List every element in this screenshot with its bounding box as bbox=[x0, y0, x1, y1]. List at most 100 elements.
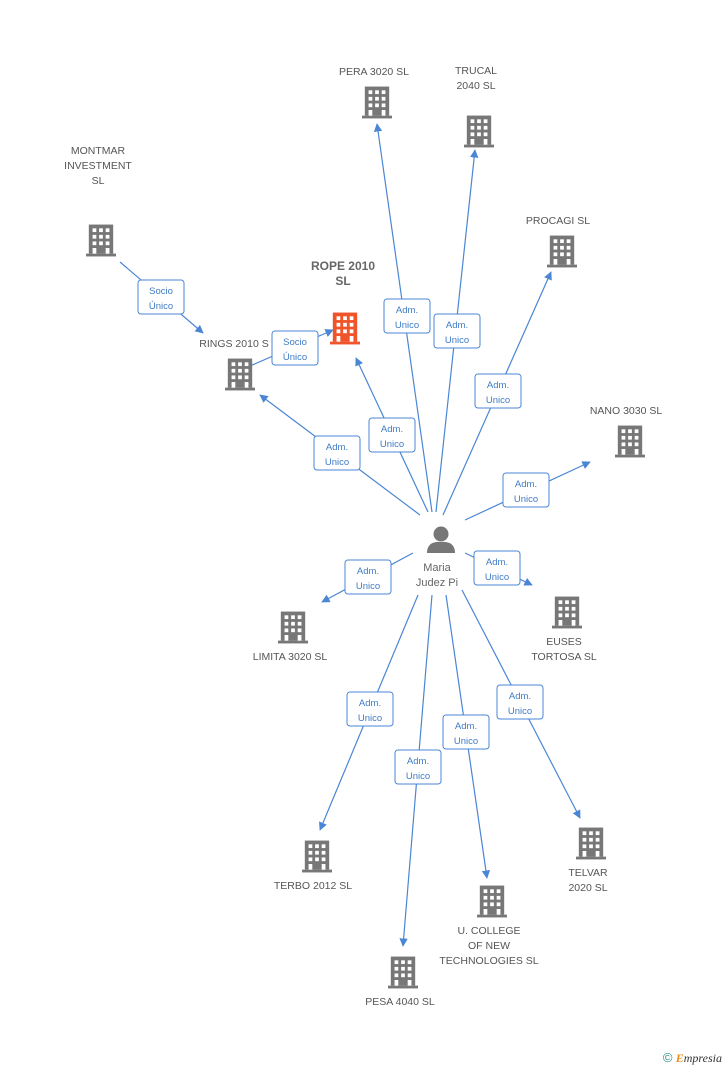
building-icon[interactable] bbox=[225, 358, 255, 391]
copyright-symbol: © bbox=[662, 1050, 673, 1065]
company-node-limita[interactable]: LIMITA 3020 SL bbox=[253, 611, 328, 663]
edges-layer bbox=[119, 123, 591, 947]
building-icon[interactable] bbox=[86, 224, 116, 257]
company-label-pesa-line-1: PESA 4040 SL bbox=[365, 996, 435, 1008]
relation-text-line-1: Socio bbox=[283, 337, 307, 348]
relation-text-line-2: Unico bbox=[325, 457, 349, 468]
relation-text-line-1: Adm. bbox=[509, 691, 531, 702]
relation-text-line-2: Unico bbox=[486, 395, 510, 406]
company-node-pera[interactable]: PERA 3020 SL bbox=[339, 66, 409, 119]
brand-name: mpresia bbox=[683, 1051, 722, 1065]
company-label-montmar-line-2: INVESTMENT bbox=[64, 160, 132, 172]
relation-box[interactable] bbox=[394, 749, 442, 785]
relation-box[interactable] bbox=[344, 559, 392, 595]
relation-label-maria-to-pesa[interactable]: Adm.Unico bbox=[394, 749, 442, 785]
company-label-rope-line-2: SL bbox=[335, 274, 350, 288]
company-node-euses[interactable]: EUSES TORTOSA SL bbox=[531, 596, 597, 663]
relation-label-maria-to-telvar[interactable]: Adm.Unico bbox=[496, 684, 544, 720]
relation-box[interactable] bbox=[313, 435, 361, 471]
building-icon[interactable] bbox=[464, 115, 494, 148]
company-label-procagi-line-1: PROCAGI SL bbox=[526, 215, 590, 227]
nodes-layer: PERA 3020 SL TRUCAL 2040 SL MONTMARINVESTME… bbox=[64, 65, 662, 1008]
relation-text-line-1: Adm. bbox=[407, 756, 429, 767]
building-icon[interactable] bbox=[547, 235, 577, 268]
relation-text-line-1: Adm. bbox=[515, 479, 537, 490]
relation-box[interactable] bbox=[271, 330, 319, 366]
relation-box[interactable] bbox=[368, 417, 416, 453]
building-icon[interactable] bbox=[278, 611, 308, 644]
company-label-trucal-line-1: TRUCAL bbox=[455, 65, 497, 77]
relation-label-maria-to-ucollege[interactable]: Adm. Unico bbox=[442, 714, 490, 750]
relation-label-maria-to-procagi[interactable]: Adm. Unico bbox=[474, 373, 522, 409]
relation-label-maria-to-rope[interactable]: Adm. Unico bbox=[368, 417, 416, 453]
relation-box[interactable] bbox=[474, 373, 522, 409]
company-label-ucollege-line-3: TECHNOLOGIES SL bbox=[439, 955, 538, 967]
relation-label-maria-to-nano[interactable]: Adm.Unico bbox=[502, 472, 550, 508]
company-node-procagi[interactable]: PROCAGI SL bbox=[526, 215, 590, 268]
copyright-notice: © Empresia bbox=[663, 1050, 722, 1066]
building-icon[interactable] bbox=[576, 827, 606, 860]
building-icon[interactable] bbox=[388, 956, 418, 989]
company-label-terbo-line-1: TERBO 2012 SL bbox=[274, 880, 352, 892]
relation-box[interactable] bbox=[383, 298, 431, 334]
relation-label-maria-to-limita[interactable]: Adm. Unico bbox=[344, 559, 392, 595]
relation-label-maria-to-rings[interactable]: Adm. Unico bbox=[313, 435, 361, 471]
company-label-rings-line-1: RINGS 2010 S bbox=[199, 338, 268, 350]
relation-box[interactable] bbox=[473, 550, 521, 586]
company-label-telvar-line-1: TELVAR bbox=[568, 867, 608, 879]
relation-box[interactable] bbox=[346, 691, 394, 727]
company-label-euses-line-2: TORTOSA SL bbox=[531, 651, 597, 663]
company-node-terbo[interactable]: TERBO 2012 SL bbox=[274, 840, 352, 892]
relation-text-line-1: Adm. bbox=[487, 380, 509, 391]
relation-text-line-2: Unico bbox=[356, 581, 380, 592]
company-node-rings[interactable]: RINGS 2010 S bbox=[199, 338, 269, 391]
building-icon[interactable] bbox=[302, 840, 332, 873]
company-label-rope-line-1: ROPE 2010 bbox=[311, 259, 375, 273]
highlighted-building-icon[interactable] bbox=[330, 312, 360, 345]
relation-text-line-2: Unico bbox=[454, 736, 478, 747]
company-label-limita-line-1: LIMITA 3020 SL bbox=[253, 651, 328, 663]
company-label-pera-line-1: PERA 3020 SL bbox=[339, 66, 409, 78]
company-label-euses-line-1: EUSES bbox=[546, 636, 582, 648]
relation-text-line-2: Unico bbox=[445, 335, 469, 346]
relation-text-line-1: Adm. bbox=[455, 721, 477, 732]
company-label-ucollege-line-1: U. COLLEGE bbox=[457, 925, 520, 937]
relation-text-line-1: Adm. bbox=[446, 320, 468, 331]
building-icon[interactable] bbox=[615, 425, 645, 458]
relation-text-line-1: Adm. bbox=[326, 442, 348, 453]
brand-logo[interactable]: Empresia bbox=[676, 1051, 722, 1065]
relation-text-line-2: Unico bbox=[380, 439, 404, 450]
relation-box[interactable] bbox=[442, 714, 490, 750]
building-icon[interactable] bbox=[362, 86, 392, 119]
building-icon[interactable] bbox=[477, 885, 507, 918]
company-node-nano[interactable]: NANO 3030 SL bbox=[590, 405, 663, 458]
relation-text-line-2: Unico bbox=[395, 320, 419, 331]
relation-text-line-1: Adm. bbox=[357, 566, 379, 577]
company-label-ucollege-line-2: OF NEW bbox=[468, 940, 510, 952]
relation-label-maria-to-pera[interactable]: Adm.Unico bbox=[383, 298, 431, 334]
person-icon[interactable] bbox=[427, 526, 455, 554]
company-node-ucollege[interactable]: U. COLLEGE OF NEW TECHNOLOGIES SL bbox=[439, 885, 539, 967]
relation-box[interactable] bbox=[433, 313, 481, 349]
company-label-trucal-line-2: 2040 SL bbox=[456, 80, 495, 92]
company-node-trucal[interactable]: TRUCAL 2040 SL bbox=[455, 65, 497, 148]
relation-box[interactable] bbox=[137, 279, 185, 315]
relation-text-line-2: Único bbox=[149, 301, 173, 312]
relation-box[interactable] bbox=[502, 472, 550, 508]
building-icon[interactable] bbox=[552, 596, 582, 629]
relation-box[interactable] bbox=[496, 684, 544, 720]
company-node-pesa[interactable]: PESA 4040 SL bbox=[365, 956, 435, 1008]
relation-label-maria-to-trucal[interactable]: Adm. Unico bbox=[433, 313, 481, 349]
relation-label-maria-to-terbo[interactable]: Adm.Unico bbox=[346, 691, 394, 727]
relation-label-maria-to-euses[interactable]: Adm.Unico bbox=[473, 550, 521, 586]
person-label-line-2: Judez Pi bbox=[416, 577, 458, 589]
relation-text-line-1: Adm. bbox=[381, 424, 403, 435]
